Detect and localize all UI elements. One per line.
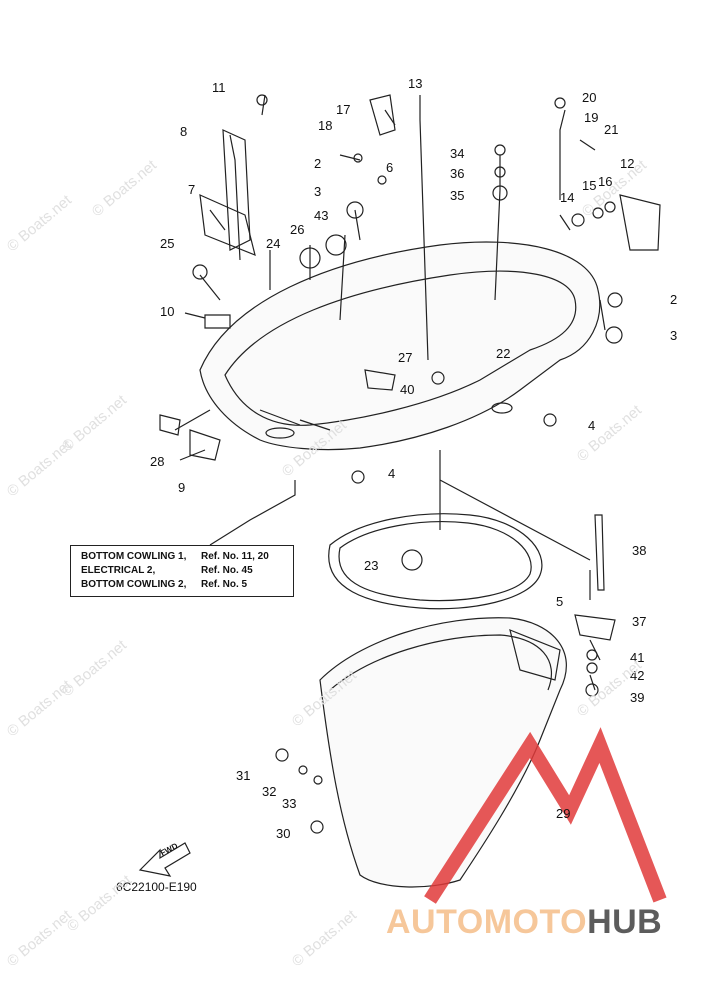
fwd-arrow-shape [138,842,191,877]
logo-mark [424,727,667,904]
num-34: 34 [450,146,464,161]
num-33: 33 [282,796,296,811]
num-12: 12 [620,156,634,171]
num-8: 8 [180,124,187,139]
num-14: 14 [560,190,574,205]
num-29: 29 [556,806,570,821]
num-39: 39 [630,690,644,705]
num-10: 10 [160,304,174,319]
num-9: 9 [178,480,185,495]
num-23: 23 [364,558,378,573]
ref-number: Ref. No. 5 [201,579,248,590]
num-13: 13 [408,76,422,91]
ref-name: ELECTRICAL 2, [81,565,156,576]
num-38: 38 [632,543,646,558]
num-4b: 4 [388,466,395,481]
num-37: 37 [632,614,646,629]
lower-cowling [319,617,567,888]
seal-gasket [328,513,543,610]
num-31: 31 [236,768,250,783]
num-3b: 3 [670,328,677,343]
num-41: 41 [630,650,644,665]
num-18: 18 [318,118,332,133]
num-42: 42 [630,668,644,683]
brand-part1: AUTOMOTO [386,903,588,941]
num-16: 16 [598,174,612,189]
reference-table: BOTTOM COWLING 1, Ref. No. 11, 20 ELECTR… [70,545,294,597]
ref-row: ELECTRICAL 2, Ref. No. 45 [81,564,293,578]
ref-name: BOTTOM COWLING 1, [81,551,187,562]
bolt [256,94,268,106]
automotohub-logo: AUTOMOTOHUB [386,903,662,942]
bottom-cowling-tray [199,241,601,451]
num-2a: 2 [314,156,321,171]
num-17: 17 [336,102,350,117]
brand-part2: HUB [587,903,663,941]
num-21: 21 [604,122,618,137]
num-43: 43 [314,208,328,223]
num-15: 15 [582,178,596,193]
num-20: 20 [582,90,596,105]
ref-row: BOTTOM COWLING 1, Ref. No. 11, 20 [81,550,293,564]
num-3a: 3 [314,184,321,199]
num-25: 25 [160,236,174,251]
num-6: 6 [386,160,393,175]
num-36: 36 [450,166,464,181]
num-7: 7 [188,182,195,197]
num-27: 27 [398,350,412,365]
num-30: 30 [276,826,290,841]
num-24: 24 [266,236,280,251]
num-4a: 4 [588,418,595,433]
num-5: 5 [556,594,563,609]
num-22: 22 [496,346,510,361]
num-2b: 2 [670,292,677,307]
ref-name: BOTTOM COWLING 2, [81,579,187,590]
num-26: 26 [290,222,304,237]
num-35: 35 [450,188,464,203]
num-19: 19 [584,110,598,125]
ref-row: BOTTOM COWLING 2, Ref. No. 5 [81,578,293,592]
ref-number: Ref. No. 45 [201,565,253,576]
num-28: 28 [150,454,164,469]
num-40: 40 [400,382,414,397]
diagram-code: 6C22100-E190 [116,880,197,894]
ref-number: Ref. No. 11, 20 [201,551,269,562]
num-11: 11 [212,80,226,95]
num-32: 32 [262,784,276,799]
